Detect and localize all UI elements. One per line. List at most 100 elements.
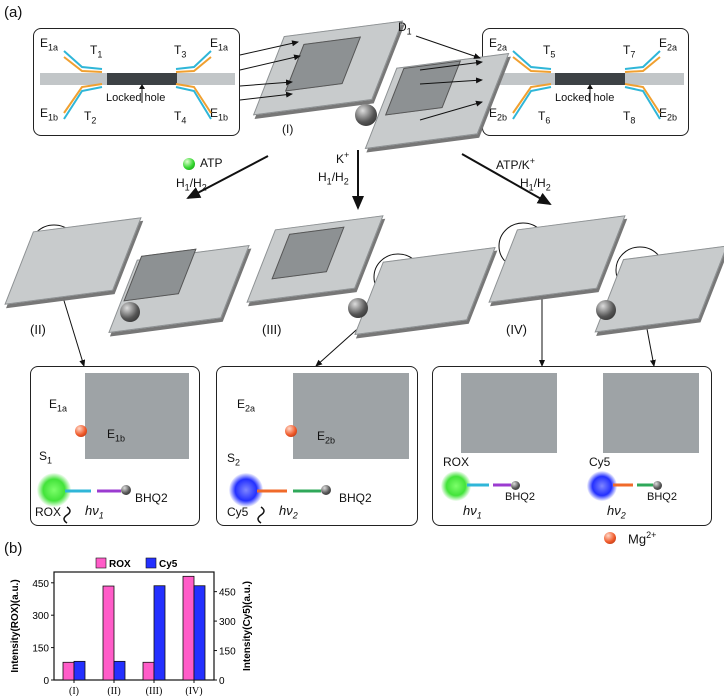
mg-ion-legend-label: Mg2+ <box>628 530 657 547</box>
strand-lines-left <box>63 50 212 120</box>
label-e2b-left: E2b <box>489 106 508 123</box>
zoom-iv-label-rox: ROX <box>443 455 470 469</box>
zoom-iii-label-cy5: Cy5 <box>227 505 249 519</box>
zoom-box-iii: E2a E2b S2 Cy5 BHQ2 hν2 <box>216 366 418 526</box>
locked-hole-left <box>107 73 177 85</box>
label-e1b-right: E1b <box>210 106 229 123</box>
ytick-label-right: 150 <box>219 647 236 658</box>
zoom-iv-strands <box>467 483 653 487</box>
state-label-ii: (II) <box>30 322 46 337</box>
zoom-iv-bhq-ball-b <box>653 481 662 490</box>
ytick-label-right: 0 <box>219 676 225 687</box>
strand-lines-right <box>512 50 661 120</box>
zoom-ii-frame <box>85 373 189 459</box>
state-ii-ball <box>120 302 140 322</box>
ytick-label-left: 450 <box>32 579 49 590</box>
hinge-detail-box-right: E2a E2b T5 T6 T7 T8 E2a E2b Locked hole <box>482 28 689 136</box>
arrow-left-label-h: H1/H2 <box>176 176 207 193</box>
zoom-iv-cy5-glow <box>587 471 617 501</box>
bar-cy5 <box>193 585 206 681</box>
zoom-ii-label-hv: hν1 <box>85 503 104 521</box>
state-label-iv: (IV) <box>506 322 527 337</box>
zoom-iii-frame <box>293 373 409 459</box>
zoom-ii-label-bhq2: BHQ2 <box>135 491 168 505</box>
zoom-iii-label-e2a: E2a <box>237 397 256 414</box>
arrow-mid-label-k: K+ <box>336 150 350 166</box>
zoom-ii-label-e1a: E1a <box>49 397 68 414</box>
label-t7: T7 <box>623 43 636 60</box>
bar-rox <box>62 661 75 681</box>
zoom-ii-strands <box>63 489 121 524</box>
ytick-label-left: 300 <box>32 611 49 622</box>
zoom-iv-rox-glow <box>441 471 471 501</box>
label-e2b-right: E2b <box>659 106 678 123</box>
panel-a-label: (a) <box>4 4 23 21</box>
legend-label-cy5: Cy5 <box>159 559 178 570</box>
bar-rox <box>102 585 115 681</box>
zoom-box-ii: E1a E1b S1 ROX BHQ2 hν1 <box>30 366 200 526</box>
arrow-right-label-h: H1/H2 <box>520 176 551 193</box>
state-iv-ball <box>596 300 616 320</box>
zoom-iv-frame-b <box>603 373 699 453</box>
locked-hole-label-right: Locked hole <box>555 92 615 104</box>
label-d1: D1 <box>398 20 412 37</box>
label-t5: T5 <box>543 43 556 60</box>
bar-rox <box>142 661 155 681</box>
xtick-label: (II) <box>107 686 120 696</box>
ylabel-right: Intensity(Cy5)(a.u.) <box>242 581 253 671</box>
ylabel-left: Intensity(ROX)(a.u.) <box>10 579 21 672</box>
label-t3: T3 <box>174 43 187 60</box>
panel-b-label: (b) <box>4 540 23 557</box>
zoom-iii-strands <box>257 489 321 524</box>
label-t8: T8 <box>623 109 636 126</box>
bar-cy5 <box>73 660 86 681</box>
bar-cy5 <box>153 585 166 681</box>
label-e1a-right: E1a <box>210 36 229 53</box>
label-e1a-left: E1a <box>40 36 59 53</box>
ytick-label-left: 0 <box>43 676 49 687</box>
zoom-ii-label-s1: S1 <box>39 449 53 466</box>
zoom-ii-mg-ion <box>75 425 87 437</box>
zoom-iv-label-hv-b: hν2 <box>607 503 626 521</box>
zoom-iv-label-cy5: Cy5 <box>589 455 611 469</box>
zoom-iii-label-bhq2: BHQ2 <box>339 491 372 505</box>
zoom-iv-label-bhq2-b: BHQ2 <box>647 491 677 503</box>
state-label-i: (I) <box>282 122 294 136</box>
zoom-iv-label-hv-a: hν1 <box>463 503 482 521</box>
zoom-iii-bhq-ball <box>321 485 331 495</box>
zoom-box-iv: ROX BHQ2 hν1 Cy5 BHQ2 hν2 <box>432 366 712 526</box>
zoom-iii-label-s2: S2 <box>227 451 241 468</box>
arrow-left-label-atp: ATP <box>200 156 223 170</box>
bar-rox <box>182 575 195 681</box>
label-t2: T2 <box>84 109 97 126</box>
xtick-label: (IV) <box>185 686 202 696</box>
plot-frame <box>53 571 215 681</box>
label-t6: T6 <box>538 109 551 126</box>
atp-ball-icon <box>183 158 195 170</box>
ytick-label-right: 450 <box>219 588 236 599</box>
zoom-ii-bhq-ball <box>121 485 131 495</box>
label-e2a-right: E2a <box>659 36 678 53</box>
label-t1: T1 <box>90 43 103 60</box>
legend-swatch-rox <box>95 557 107 569</box>
legend-label-rox: ROX <box>109 559 131 570</box>
arrow-mid-label-h: H1/H2 <box>318 170 349 187</box>
zoom-iii-mg-ion <box>285 425 297 437</box>
xtick-label: (I) <box>69 686 79 696</box>
zoom-ii-label-rox: ROX <box>35 505 62 519</box>
ytick-label-left: 150 <box>32 644 49 655</box>
arrow-right-label-atp-k: ATP/K+ <box>496 156 536 172</box>
state-iii-ball <box>348 298 368 318</box>
legend-swatch-cy5 <box>145 557 157 569</box>
locked-hole-right <box>555 73 625 85</box>
zoom-iv-bhq-ball-a <box>511 481 520 490</box>
bar-cy5 <box>113 660 126 681</box>
zoom-iii-label-e2b: E2b <box>317 429 336 446</box>
zoom-iv-frame-a <box>461 373 557 453</box>
label-t4: T4 <box>174 109 187 126</box>
mg-ion-legend-icon <box>604 532 616 544</box>
state-label-iii: (III) <box>262 322 282 337</box>
origami-ball <box>355 104 377 126</box>
zoom-ii-label-e1b: E1b <box>107 427 126 444</box>
